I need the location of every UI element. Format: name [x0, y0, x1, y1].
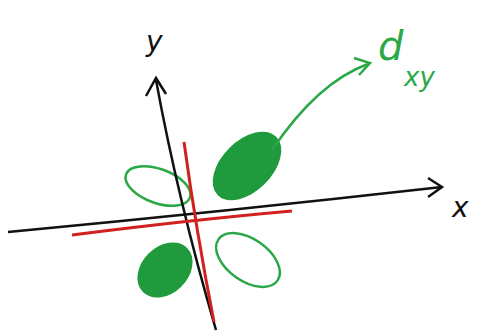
axis-label: x — [452, 194, 469, 222]
y-axis — [156, 80, 216, 330]
leader-arrow — [272, 64, 368, 150]
axis-arrowhead — [146, 78, 166, 96]
red-axis-mark — [72, 211, 292, 235]
axis-label: y — [146, 28, 163, 56]
outline-lobe — [206, 222, 289, 298]
outline-lobe — [120, 158, 196, 213]
axis-arrowhead — [428, 178, 442, 197]
axis-label: xy — [404, 64, 435, 90]
red-axis-mark — [184, 142, 214, 322]
filled-lobe — [202, 121, 293, 212]
leader-arrowhead — [354, 58, 370, 75]
axis-label: d — [378, 26, 403, 66]
x-axis — [8, 187, 442, 232]
filled-lobe — [128, 233, 202, 307]
